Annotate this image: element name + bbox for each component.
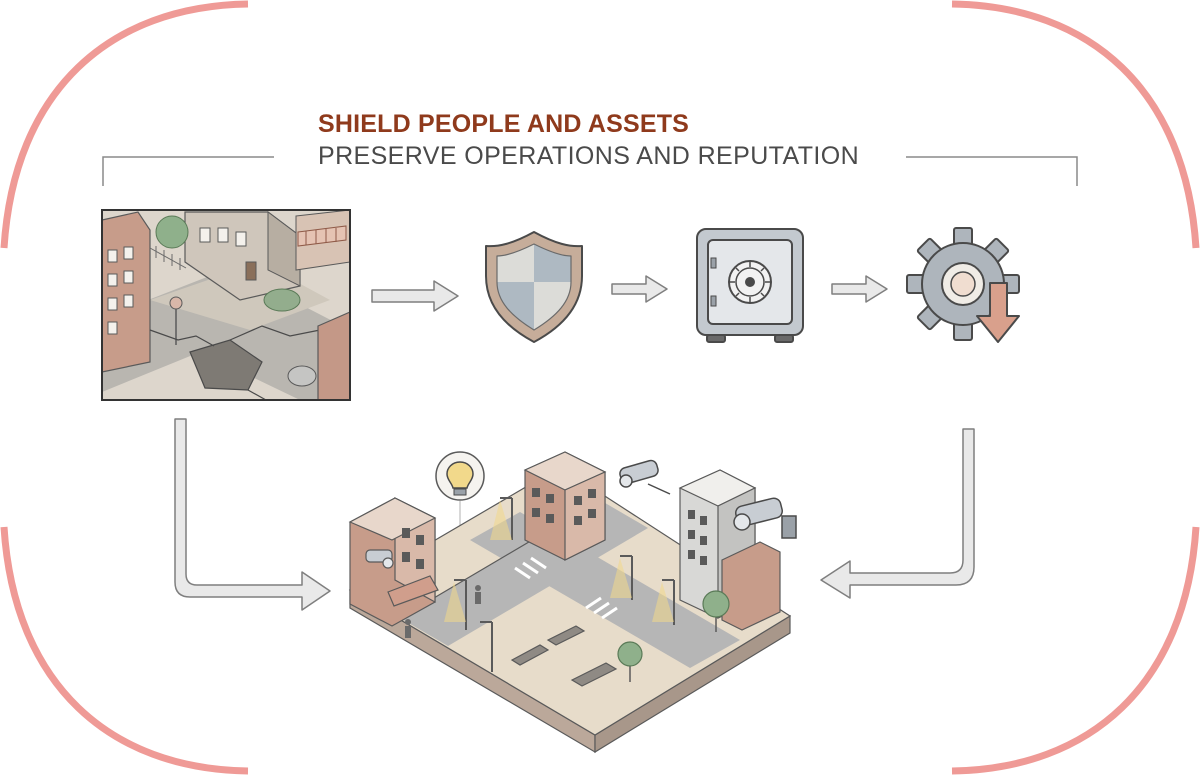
lightbulb-icon [435,451,485,560]
frame-arc-bottom-right [951,526,1200,775]
header-bracket [102,156,1078,186]
bracket-left [102,156,274,186]
frame-arc-top-right [951,0,1200,249]
security-camera-top [619,459,671,495]
frame-arc-bottom-left [0,526,249,775]
arrow-safe-to-gear [831,275,888,303]
page-subtitle: PRESERVE OPERATIONS AND REPUTATION [318,142,860,170]
gear-down-arrow-icon [906,227,1020,343]
security-camera-right [733,497,797,539]
safe-vault-icon [696,228,804,343]
arrow-scene-to-shield [371,280,459,312]
security-camera-icon [619,459,797,539]
protected-city-block [348,451,792,754]
flow-arrows [174,275,975,611]
bracket-right [906,156,1078,186]
page-title: SHIELD PEOPLE AND ASSETS [318,110,690,138]
frame-arc-top-left [0,0,249,249]
arrow-scene-down-to-city [174,418,331,611]
arrow-gear-down-to-city [820,428,975,599]
arrow-shield-to-safe [611,275,668,303]
damaged-street-scene [101,209,351,401]
shield-icon [485,231,583,343]
